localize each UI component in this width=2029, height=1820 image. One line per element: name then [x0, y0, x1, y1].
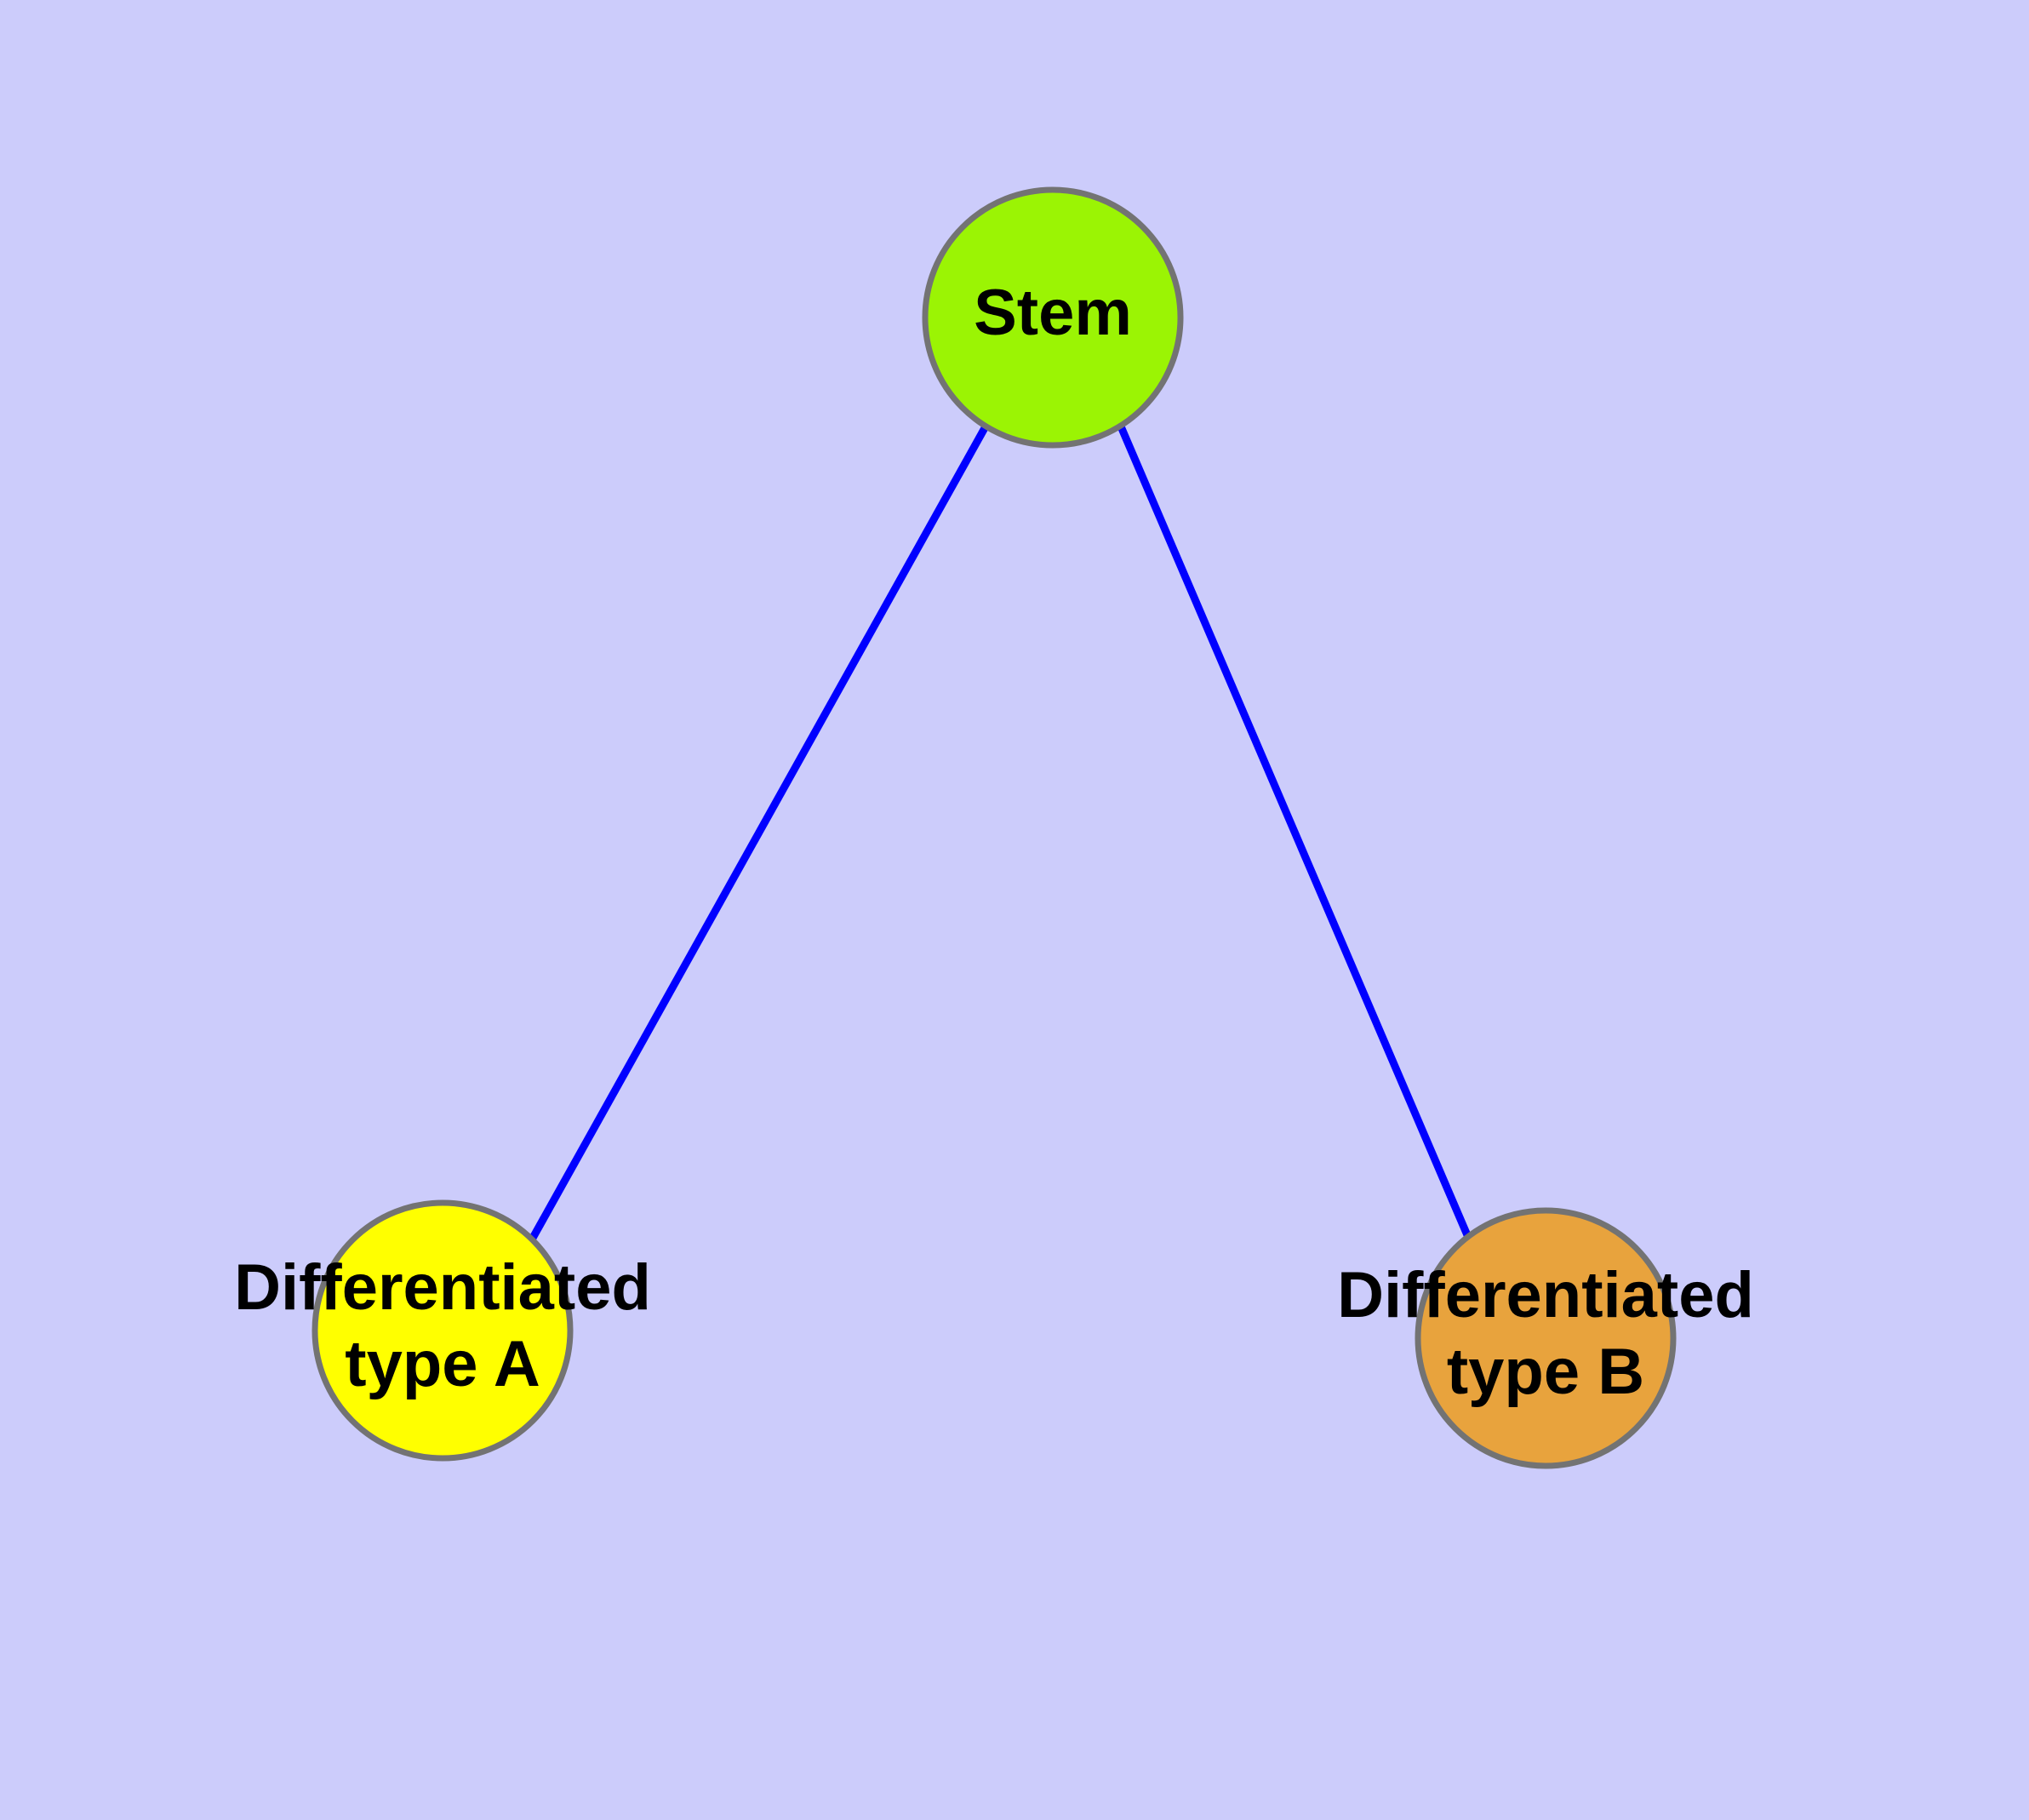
node-label-line: type B: [1447, 1336, 1644, 1408]
node-label-line: type A: [345, 1328, 540, 1400]
node-stem[interactable]: Stem: [922, 186, 1184, 449]
node-label-line: Stem: [974, 277, 1132, 349]
edge-stem-to-differentiated-type-a[interactable]: [529, 424, 989, 1242]
node-differentiated-type-b-circle[interactable]: [1415, 1207, 1677, 1469]
node-differentiated-type-a-circle[interactable]: [311, 1199, 574, 1462]
node-label-line: Differentiated: [234, 1251, 651, 1324]
node-stem-label: Stem: [974, 277, 1132, 349]
edge-layer: [529, 424, 1472, 1242]
edge-stem-to-differentiated-type-b[interactable]: [1117, 425, 1472, 1237]
node-label-line: Differentiated: [1337, 1259, 1754, 1331]
node-stem-circle[interactable]: [922, 186, 1184, 449]
